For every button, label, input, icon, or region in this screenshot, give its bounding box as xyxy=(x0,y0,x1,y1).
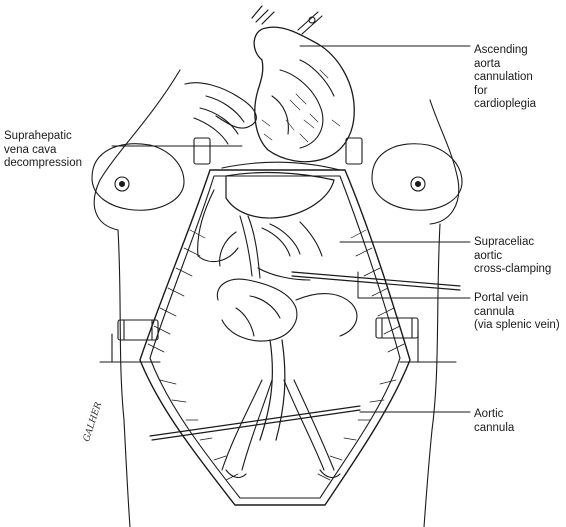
liver-region xyxy=(197,161,341,263)
label-line: for xyxy=(474,84,488,97)
label-suprahepatic-vena-cava: Suprahepatic vena cava decompression xyxy=(4,130,82,171)
breasts xyxy=(91,143,463,211)
label-line: aorta xyxy=(474,57,501,70)
label-line: cannulation xyxy=(474,71,533,83)
label-line: decompression xyxy=(4,157,82,169)
label-aortic-cannula: Aortic cannula xyxy=(474,408,514,435)
label-line: Suprahepatic xyxy=(4,130,72,142)
iliac-vessels xyxy=(221,379,341,479)
label-line: Portal vein xyxy=(474,292,529,304)
label-line: Aortic xyxy=(474,408,504,420)
label-line: cannula xyxy=(474,305,515,318)
label-line: cannula xyxy=(474,421,515,434)
label-line: Ascending xyxy=(474,44,528,56)
heart xyxy=(251,5,355,163)
leader-lines xyxy=(111,45,471,413)
retractor-hand xyxy=(184,82,257,145)
label-ascending-aorta-cannulation: Ascending aorta cannulation for cardiopl… xyxy=(474,44,536,112)
label-line: cardioplegia xyxy=(474,98,537,110)
label-supraceliac-cross-clamping: Supraceliac aortic cross-clamping xyxy=(474,236,551,277)
incision-margin xyxy=(139,169,411,506)
label-line: cross-clamping xyxy=(474,263,552,275)
label-line: aortic xyxy=(474,249,503,262)
label-portal-vein-cannula: Portal vein cannula (via splenic vein) xyxy=(474,292,560,333)
side-retractors xyxy=(99,137,457,363)
abdominal-vessels xyxy=(219,215,323,281)
leader-portal-vein xyxy=(357,271,471,299)
label-line: Supraceliac xyxy=(474,236,535,248)
label-line: vena cava xyxy=(4,143,57,156)
label-line: (via splenic vein) xyxy=(474,319,560,331)
cannulae xyxy=(149,271,461,441)
bowel-hand xyxy=(216,278,358,342)
